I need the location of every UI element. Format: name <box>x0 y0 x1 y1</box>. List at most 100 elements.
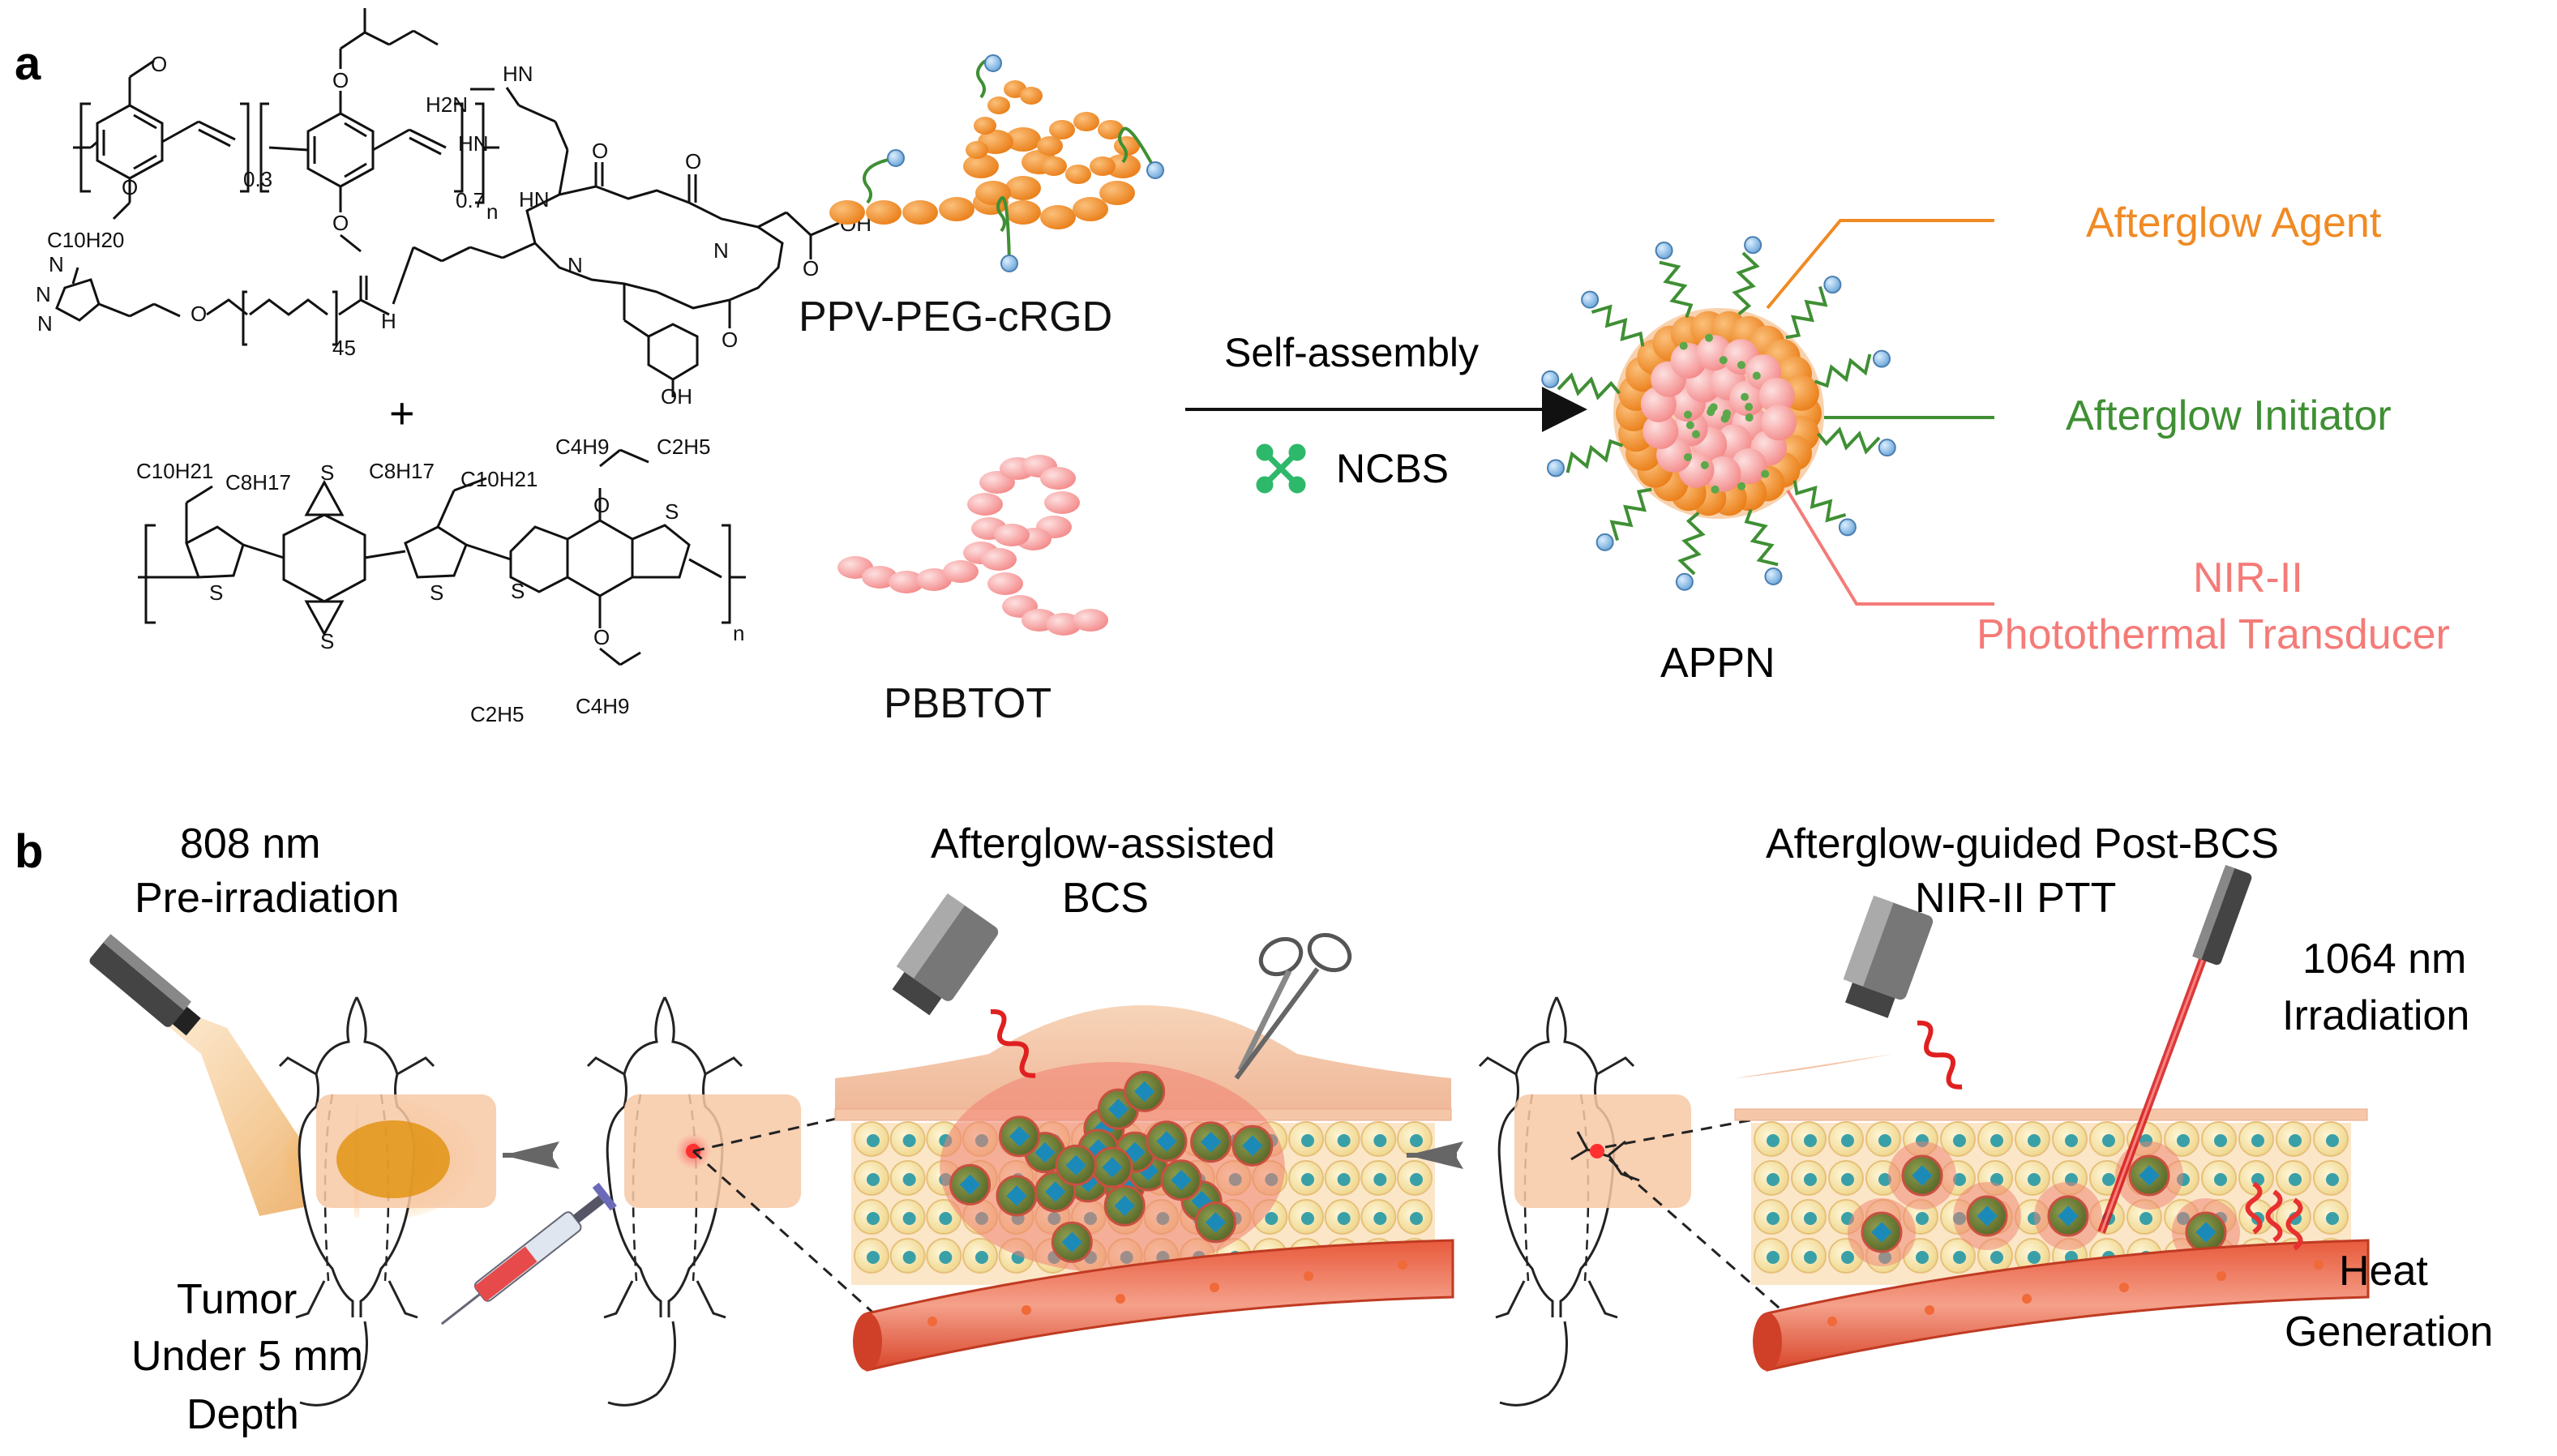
cell-nucleus <box>1265 1212 1278 1225</box>
chain-bead <box>1020 87 1043 105</box>
afterglow-signal-2 <box>1917 1020 1963 1090</box>
initiator-dot <box>1737 361 1745 370</box>
cell-nucleus <box>1953 1134 1966 1147</box>
peg-spring <box>1609 487 1652 542</box>
crgd-dot <box>1675 572 1694 591</box>
vessel-nanoparticle <box>1925 1305 1934 1315</box>
peg-spring <box>996 196 1011 264</box>
cell-nucleus <box>2102 1134 2115 1147</box>
tumor-region-2 <box>624 1094 801 1208</box>
initiator-dot <box>1709 403 1718 412</box>
panel-b: b 808 nm Pre-irradiation Tum <box>15 820 2493 1438</box>
nir-ii-label: NIR-II <box>2193 555 2303 602</box>
initiator-dot <box>1685 421 1694 430</box>
initiator-dot <box>1741 392 1750 401</box>
vessel-nanoparticle <box>1022 1305 1031 1315</box>
peg-spring <box>1659 260 1694 319</box>
vessel-nanoparticle <box>1827 1317 1837 1326</box>
cell-nucleus <box>1804 1173 1817 1186</box>
chem-c10h21: C10H21 <box>460 467 538 491</box>
cell-nucleus <box>2028 1134 2041 1147</box>
chain-bead <box>1041 156 1067 176</box>
cell-nucleus <box>1337 1173 1351 1186</box>
tumor-line3: Depth <box>186 1391 299 1438</box>
initiator-dot <box>1711 485 1720 494</box>
dermis-layer <box>1734 1108 2368 1121</box>
crgd-dot <box>887 149 905 167</box>
initiator-dot <box>1745 413 1754 422</box>
atom-hn: HN <box>503 62 533 86</box>
atom-s: S <box>430 580 443 605</box>
peg-spring <box>1677 511 1706 576</box>
ppv-peg-crgd-chain <box>829 54 1164 272</box>
subscript-03: 0.3 <box>243 167 272 191</box>
cell-nucleus <box>902 1134 916 1147</box>
laser-line2: Irradiation <box>2282 992 2469 1039</box>
heat-waves-icon <box>2245 1181 2303 1251</box>
crgd-dot <box>984 54 1002 72</box>
vessel-nanoparticle <box>2216 1271 2226 1281</box>
chain-bead <box>866 200 902 225</box>
cell-nucleus <box>867 1251 880 1264</box>
heat-line1: Heat <box>2339 1248 2428 1295</box>
chain-bead <box>889 571 924 593</box>
cell-nucleus <box>1804 1251 1817 1264</box>
atom-s: S <box>320 460 334 485</box>
chain-bead <box>987 572 1023 595</box>
peg-spring <box>1792 480 1847 523</box>
atom-s: S <box>665 499 679 524</box>
appn-core-bead <box>1758 378 1795 414</box>
vessel-nanoparticle <box>927 1317 937 1326</box>
chain-bead <box>994 524 1030 546</box>
initiator-dot <box>1720 414 1729 423</box>
crgd-dot <box>1744 236 1762 255</box>
cell-nucleus <box>2214 1134 2227 1147</box>
atom-n: N <box>49 252 64 276</box>
callout-lines <box>1766 219 1994 606</box>
vessel-end <box>853 1313 882 1371</box>
crgd-dot <box>1547 459 1565 477</box>
peg-45: 45 <box>332 336 356 360</box>
cell-nucleus <box>1953 1251 1966 1264</box>
vessel-nanoparticle <box>1304 1271 1313 1281</box>
cell-nucleus <box>1767 1173 1780 1186</box>
chain-bead <box>1099 181 1135 205</box>
laser-1064-icon <box>2097 864 2252 1234</box>
initiator-dot <box>1679 341 1688 350</box>
atom-o: O <box>191 302 207 326</box>
cell-nucleus <box>902 1212 916 1225</box>
chain-bead <box>963 154 999 178</box>
syringe-icon <box>440 1182 617 1325</box>
crgd-dot <box>1872 349 1891 368</box>
cell-nucleus <box>1841 1173 1854 1186</box>
step2-line1: Afterglow-assisted <box>931 820 1275 867</box>
cell-nucleus <box>2251 1134 2264 1147</box>
mouse-limbs <box>586 1056 743 1407</box>
crgd-dot <box>1878 439 1896 457</box>
cell-nucleus <box>1337 1134 1351 1147</box>
chem-c4h9: C4H9 <box>576 694 629 718</box>
cell-nucleus <box>2326 1173 2339 1186</box>
cell-nucleus <box>1990 1134 2003 1147</box>
crgd-dot <box>1000 255 1018 272</box>
atom-o: O <box>593 625 610 649</box>
atom-o: O <box>122 175 138 199</box>
chain-bead <box>939 197 974 221</box>
cell-nucleus <box>1878 1173 1891 1186</box>
atom-o: O <box>685 149 701 173</box>
cell-nucleus <box>2028 1251 2041 1264</box>
skin-layer <box>1735 1054 1893 1078</box>
step1-line1: 808 nm <box>180 820 320 867</box>
initiator-dot <box>1700 460 1709 469</box>
heat-line2: Generation <box>2285 1308 2493 1355</box>
peg-spring <box>1732 251 1760 316</box>
ppv-peg-crgd-label: PPV-PEG-cRGD <box>799 293 1112 340</box>
chain-bead <box>1090 156 1116 176</box>
tumor-line2: Under 5 mm <box>131 1333 363 1380</box>
peg-spring <box>1744 508 1779 567</box>
cell-nucleus <box>2326 1212 2339 1225</box>
atom-o: O <box>593 493 610 517</box>
panel-a-label: a <box>15 37 41 90</box>
cell-nucleus <box>902 1173 916 1186</box>
